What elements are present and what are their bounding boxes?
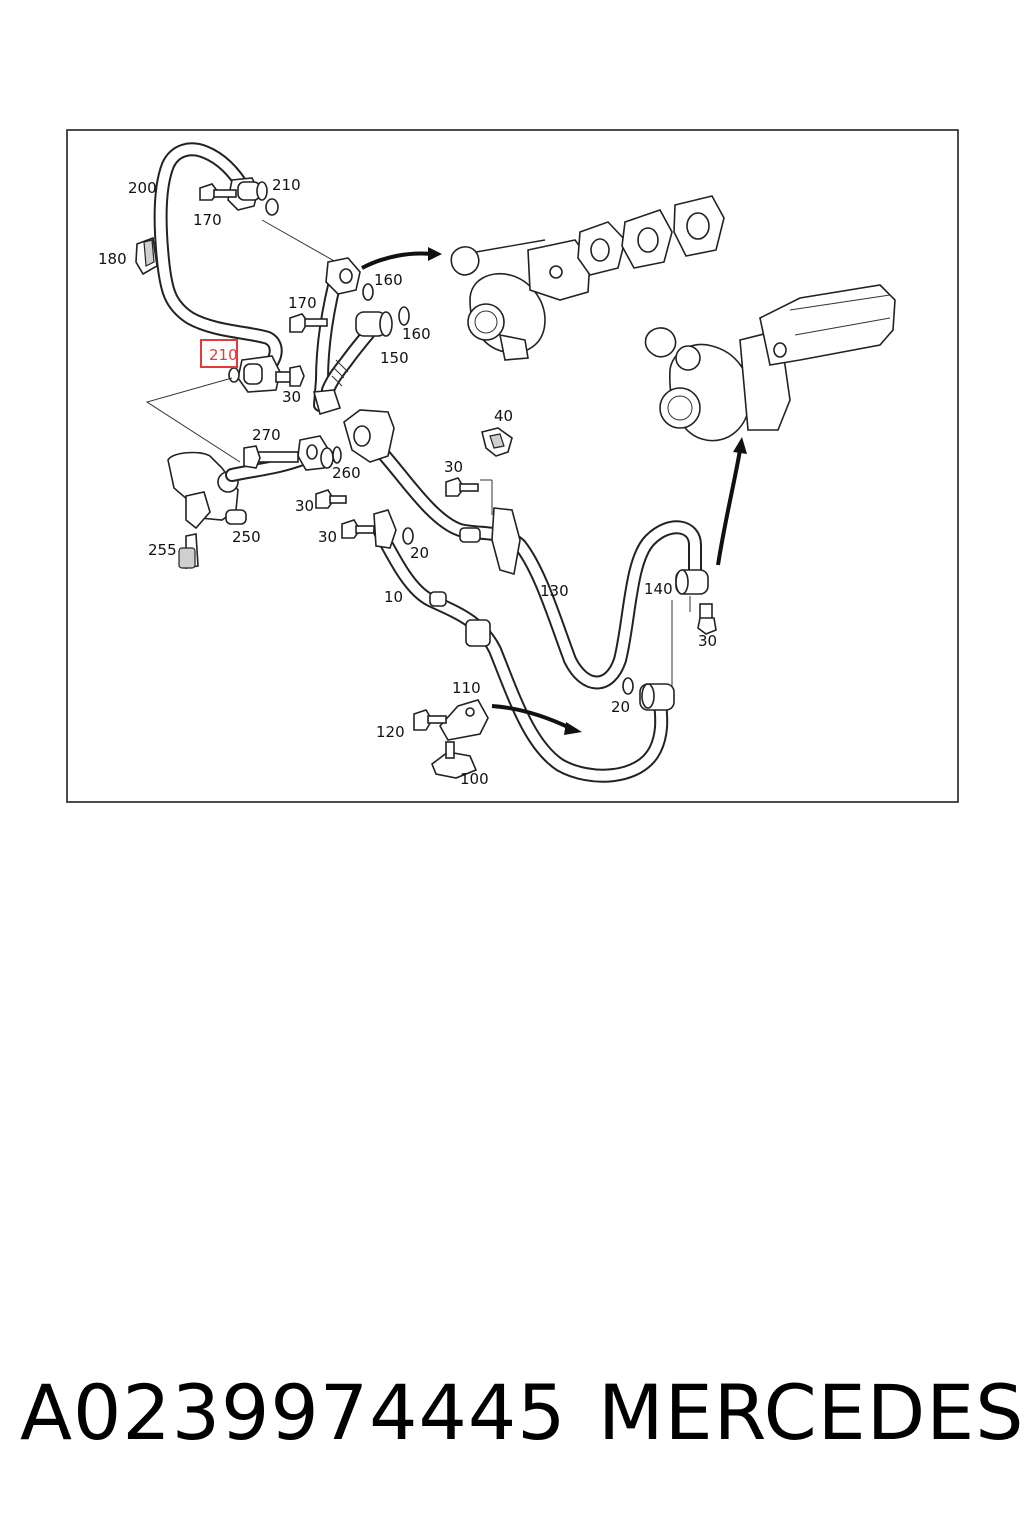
label-110: 110	[452, 679, 481, 697]
arrow-bracket	[491, 704, 582, 735]
seal-ring-210-lower	[228, 367, 240, 383]
diagram-frame	[66, 129, 959, 803]
label-160-top: 160	[374, 271, 403, 289]
label-160-mid: 160	[402, 325, 431, 343]
clamp-100	[431, 741, 478, 779]
bolt-120	[413, 709, 447, 731]
label-260: 260	[332, 464, 361, 482]
arrow-upper-turbo	[361, 247, 442, 270]
bolt-30-center	[445, 477, 479, 497]
label-30-mid-b: 30	[318, 528, 337, 546]
footer: A0239974445 MERCEDES	[0, 1368, 1024, 1478]
label-150: 150	[380, 349, 409, 367]
label-255: 255	[148, 541, 177, 559]
arrow-lower-turbo	[716, 437, 747, 566]
brand-name: MERCEDES	[598, 1368, 1024, 1457]
bolt-30-mid-b	[341, 519, 375, 539]
label-200: 200	[128, 179, 157, 197]
seal-ring-160-lower	[398, 306, 410, 326]
label-250: 250	[232, 528, 261, 546]
label-20-lower: 20	[611, 698, 630, 716]
label-30-mid-a: 30	[295, 497, 314, 515]
pipe-130	[343, 409, 709, 690]
bolt-30-upper	[275, 365, 305, 387]
label-30-upper: 30	[282, 388, 301, 406]
highlight-box-210	[200, 339, 238, 368]
clamp-180	[135, 236, 158, 276]
clip-40	[481, 427, 513, 457]
part-number: A0239974445	[20, 1368, 567, 1457]
bolt-170-lower	[289, 313, 328, 333]
seal-ring-20-lower	[622, 677, 634, 695]
label-30-center: 30	[444, 458, 463, 476]
label-270: 270	[252, 426, 281, 444]
pipe-270	[225, 435, 334, 482]
label-170-top: 170	[193, 211, 222, 229]
label-140: 140	[644, 580, 673, 598]
label-20-left: 20	[410, 544, 429, 562]
label-30-right: 30	[698, 632, 717, 650]
lower-turbocharger	[644, 284, 896, 442]
label-210-top: 210	[272, 176, 301, 194]
seal-ring-210-upper	[265, 198, 279, 216]
parts-diagram: 200 210 170 180 160 170 160 150 210 30 4…	[66, 129, 959, 803]
bolt-30-right	[697, 603, 717, 635]
seal-ring-160-upper	[362, 283, 374, 301]
oil-line-200	[153, 142, 283, 393]
label-100: 100	[460, 770, 489, 788]
label-170-mid: 170	[288, 294, 317, 312]
bracket-110	[439, 699, 489, 741]
upper-turbocharger	[450, 195, 725, 361]
label-10: 10	[384, 588, 403, 606]
label-40: 40	[494, 407, 513, 425]
bolt-30-mid-a	[315, 489, 347, 509]
label-180: 180	[98, 250, 127, 268]
seal-ring-20-left	[402, 527, 414, 545]
pipe-10	[373, 509, 675, 783]
label-120: 120	[376, 723, 405, 741]
seal-ring-260	[332, 446, 342, 464]
label-130: 130	[540, 582, 569, 600]
bolt-170-upper	[199, 183, 237, 201]
label-210-highlighted: 210	[209, 346, 238, 364]
